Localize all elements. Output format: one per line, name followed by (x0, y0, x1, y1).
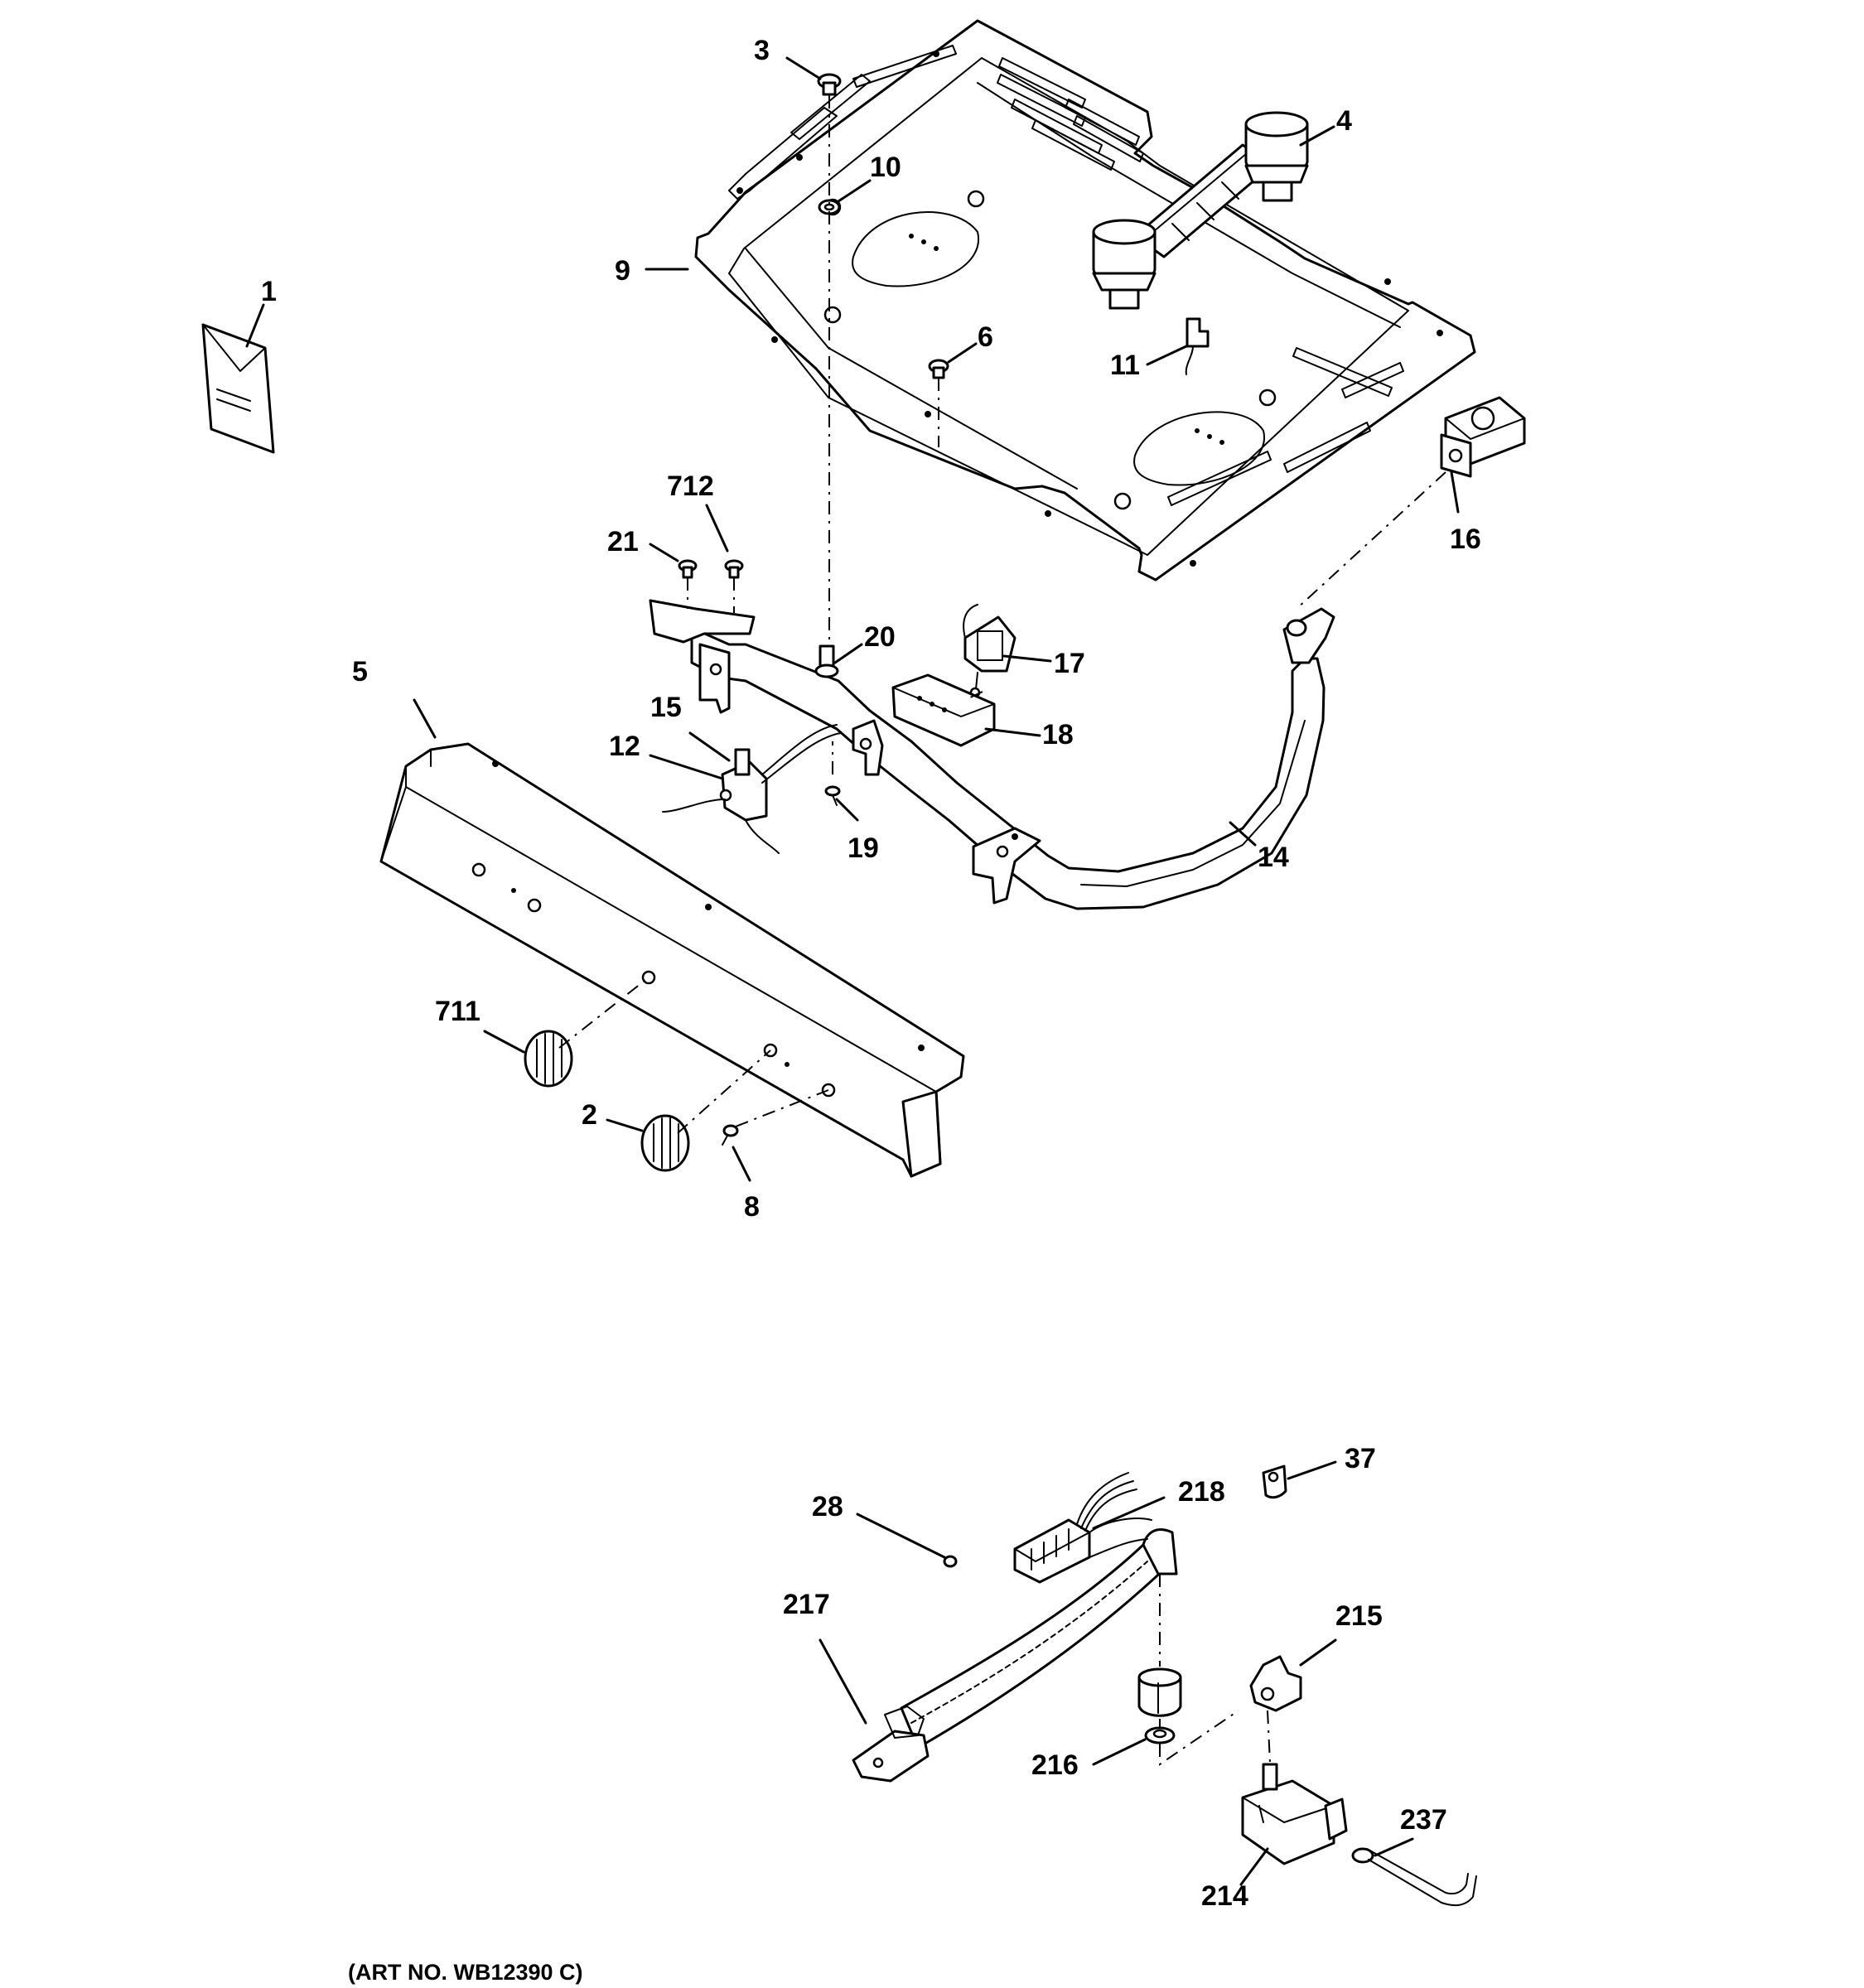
callout-20: 20 (864, 621, 896, 653)
callout-labels: 1 3 4 10 9 6 11 16 712 21 5 20 17 15 18 … (261, 35, 1481, 1985)
callout-237: 237 (1400, 1804, 1447, 1836)
part-216-nut (1144, 1726, 1176, 1744)
part-237-tubing (1351, 1847, 1477, 1907)
callout-19: 19 (847, 832, 879, 864)
part-218-ignitor (1013, 1472, 1152, 1584)
part-burner-valves (1092, 111, 1309, 310)
part-21-screw (678, 559, 698, 579)
callout-14: 14 (1258, 842, 1289, 873)
part-18-bracket (891, 673, 996, 747)
part-5-control-panel (379, 742, 965, 1178)
part-214-safety-valve (1241, 1763, 1348, 1865)
part-37-bracket (1262, 1464, 1287, 1499)
part-712-screw (724, 559, 744, 579)
callout-712: 712 (667, 470, 714, 502)
part-literature-envelope (201, 323, 275, 454)
part-12-switch (662, 724, 842, 854)
callout-2: 2 (582, 1099, 597, 1131)
callout-28: 28 (812, 1491, 843, 1522)
callout-5: 5 (352, 656, 368, 688)
callout-6: 6 (978, 321, 993, 353)
part-8-screw (722, 1124, 739, 1146)
callout-11: 11 (1110, 350, 1140, 381)
part-19-screw (824, 785, 841, 806)
callout-10: 10 (870, 152, 901, 183)
callout-4: 4 (1336, 105, 1352, 137)
part-16-regulator (1440, 396, 1526, 478)
callout-37: 37 (1345, 1443, 1376, 1474)
part-orifice-adapter (1137, 1667, 1182, 1717)
part-14-manifold (649, 599, 1335, 910)
part-711-knob (524, 1030, 573, 1088)
callout-218: 218 (1178, 1476, 1225, 1508)
callout-8: 8 (744, 1191, 760, 1223)
callout-9: 9 (615, 255, 630, 287)
part-2-knob (640, 1114, 690, 1172)
callout-217: 217 (783, 1589, 830, 1620)
callout-21: 21 (607, 526, 639, 557)
callout-3: 3 (754, 35, 770, 66)
part-20-stud (814, 644, 839, 678)
part-6-screw (928, 359, 949, 379)
part-217-broil-burner (852, 1528, 1178, 1783)
leader-lines (245, 56, 1460, 1886)
callout-711: 711 (435, 996, 480, 1027)
callout-15: 15 (650, 692, 682, 723)
part-17-ignitor (963, 604, 1017, 698)
assembly-lines (558, 95, 1446, 1766)
part-3-screw (817, 73, 842, 96)
callout-16: 16 (1450, 524, 1481, 555)
callout-214: 214 (1201, 1880, 1248, 1912)
callout-17: 17 (1054, 648, 1085, 679)
part-215-bracket (1249, 1655, 1302, 1712)
art-number-caption: (ART NO. WB12390 C) (348, 1960, 583, 1985)
callout-12: 12 (609, 731, 640, 762)
part-28-screw (943, 1555, 958, 1568)
callout-216: 216 (1031, 1749, 1079, 1781)
callout-215: 215 (1335, 1600, 1383, 1632)
callout-18: 18 (1042, 719, 1074, 750)
callout-1: 1 (261, 276, 277, 307)
part-burner-box (694, 19, 1476, 581)
